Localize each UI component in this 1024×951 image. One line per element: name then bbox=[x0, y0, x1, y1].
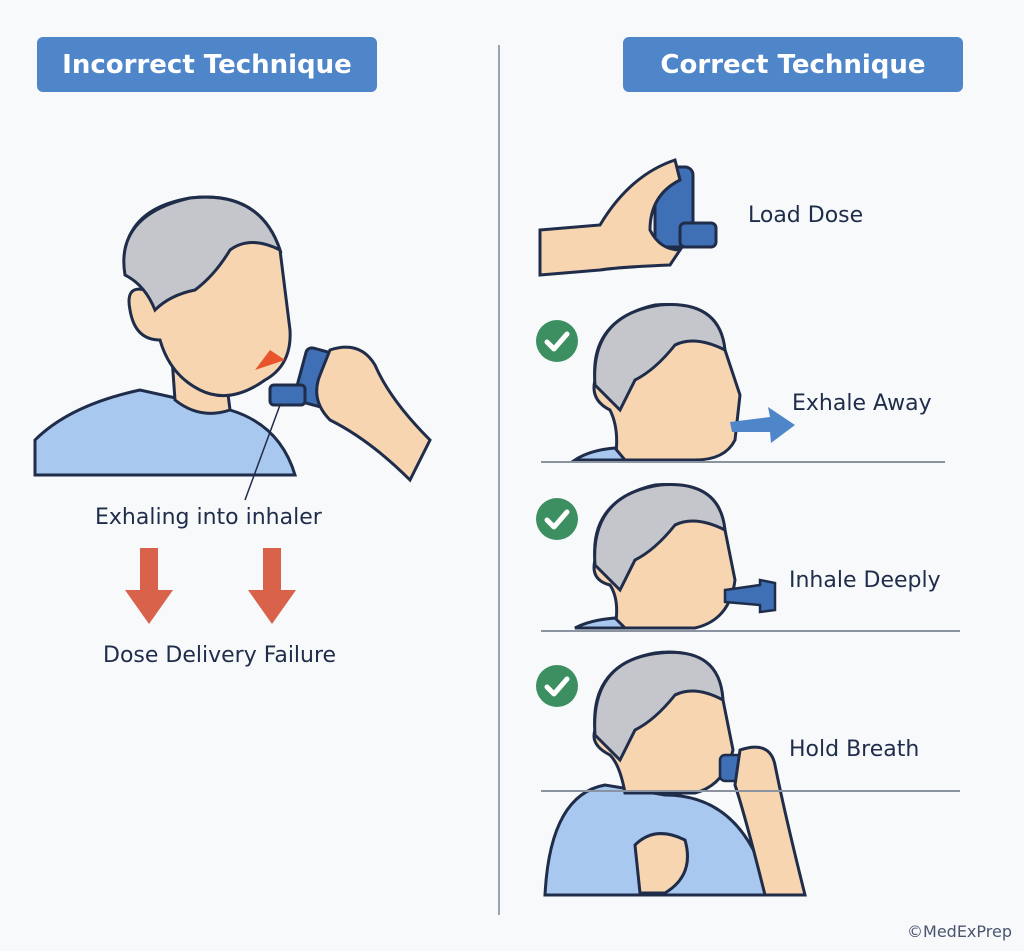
step-label-exhale-away: Exhale Away bbox=[792, 391, 932, 416]
copyright-credit: ©MedExPrep bbox=[907, 922, 1012, 941]
step-label-inhale-deeply: Inhale Deeply bbox=[789, 568, 941, 593]
step-label-load-dose: Load Dose bbox=[748, 203, 864, 228]
header-text: Incorrect Technique bbox=[62, 49, 352, 80]
step-divider bbox=[541, 790, 960, 792]
step-label-hold-breath: Hold Breath bbox=[789, 737, 920, 762]
step-divider bbox=[541, 461, 945, 463]
check-icon bbox=[536, 320, 578, 362]
header-text: Correct Technique bbox=[660, 49, 926, 80]
check-icon bbox=[536, 665, 578, 707]
exhaling-caption: Exhaling into inhaler bbox=[95, 505, 322, 530]
incorrect-technique-header: Incorrect Technique bbox=[37, 37, 377, 92]
dose-failure-result: Dose Delivery Failure bbox=[103, 643, 337, 668]
down-arrow-icon bbox=[248, 548, 296, 624]
man-holding-breath-illustration bbox=[543, 650, 807, 897]
man-exhaling-into-inhaler-illustration bbox=[33, 195, 432, 501]
step-divider bbox=[541, 630, 960, 632]
correct-technique-header: Correct Technique bbox=[623, 37, 963, 92]
man-inhaling-deeply-illustration bbox=[574, 483, 777, 630]
hand-loading-inhaler-illustration bbox=[538, 158, 718, 277]
down-arrow-icon bbox=[125, 548, 173, 624]
check-icon bbox=[536, 498, 578, 540]
man-exhaling-away-illustration bbox=[570, 303, 795, 462]
panel-divider bbox=[498, 45, 500, 915]
